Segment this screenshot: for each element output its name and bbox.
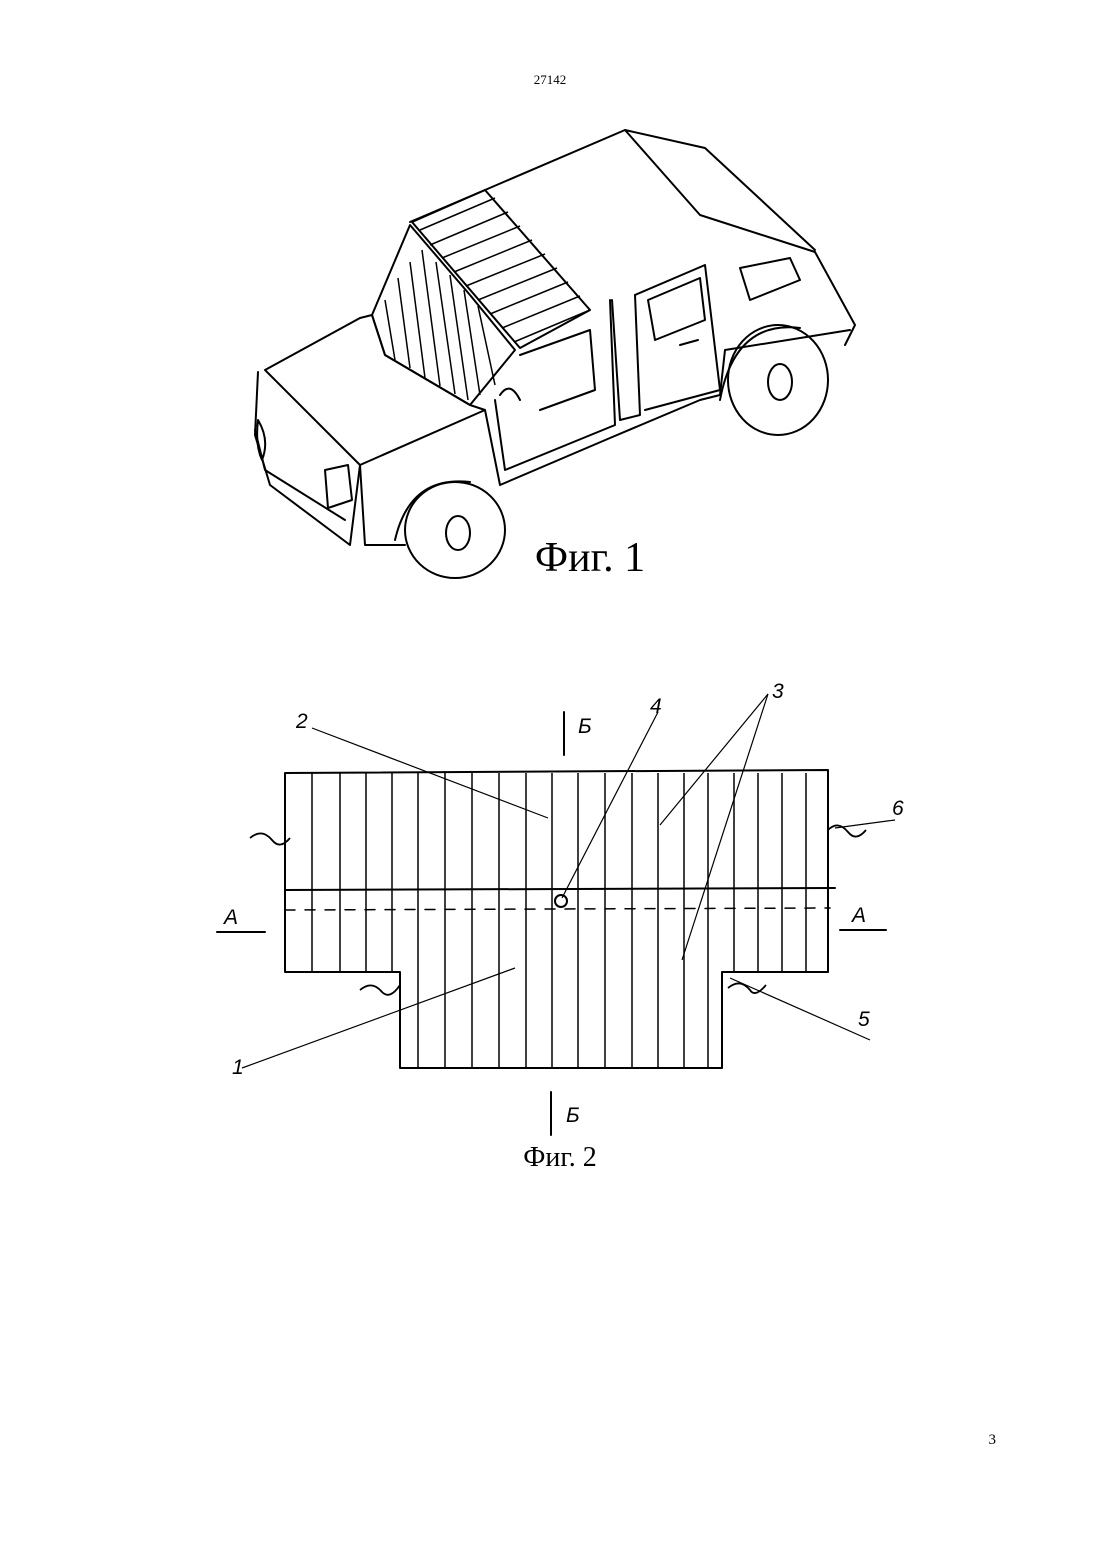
label-section-a-right: А <box>852 904 866 928</box>
leader-5 <box>730 978 870 1040</box>
label-section-a-left: А <box>224 906 238 930</box>
label-part-4: 4 <box>650 695 662 719</box>
leader-1 <box>242 968 515 1068</box>
figure-2-panel-drawing <box>0 0 1100 1200</box>
leader-6 <box>835 820 895 828</box>
label-part-1: 1 <box>232 1056 244 1080</box>
label-section-b-bottom: Б <box>566 1104 580 1128</box>
label-part-3: 3 <box>772 680 784 704</box>
leader-3b <box>682 694 768 960</box>
fold-line <box>285 888 835 890</box>
label-part-2: 2 <box>296 710 308 734</box>
upper-strips <box>312 773 806 1068</box>
fastener-4 <box>555 895 567 907</box>
fastener-marks <box>250 825 866 994</box>
figure-2-caption: Фиг. 2 <box>470 1142 650 1174</box>
label-part-5: 5 <box>858 1008 870 1032</box>
leader-3a <box>660 694 768 825</box>
page-number: 3 <box>989 1432 997 1449</box>
leader-4 <box>562 712 658 898</box>
label-section-b-top: Б <box>578 715 592 739</box>
label-part-6: 6 <box>892 797 904 821</box>
